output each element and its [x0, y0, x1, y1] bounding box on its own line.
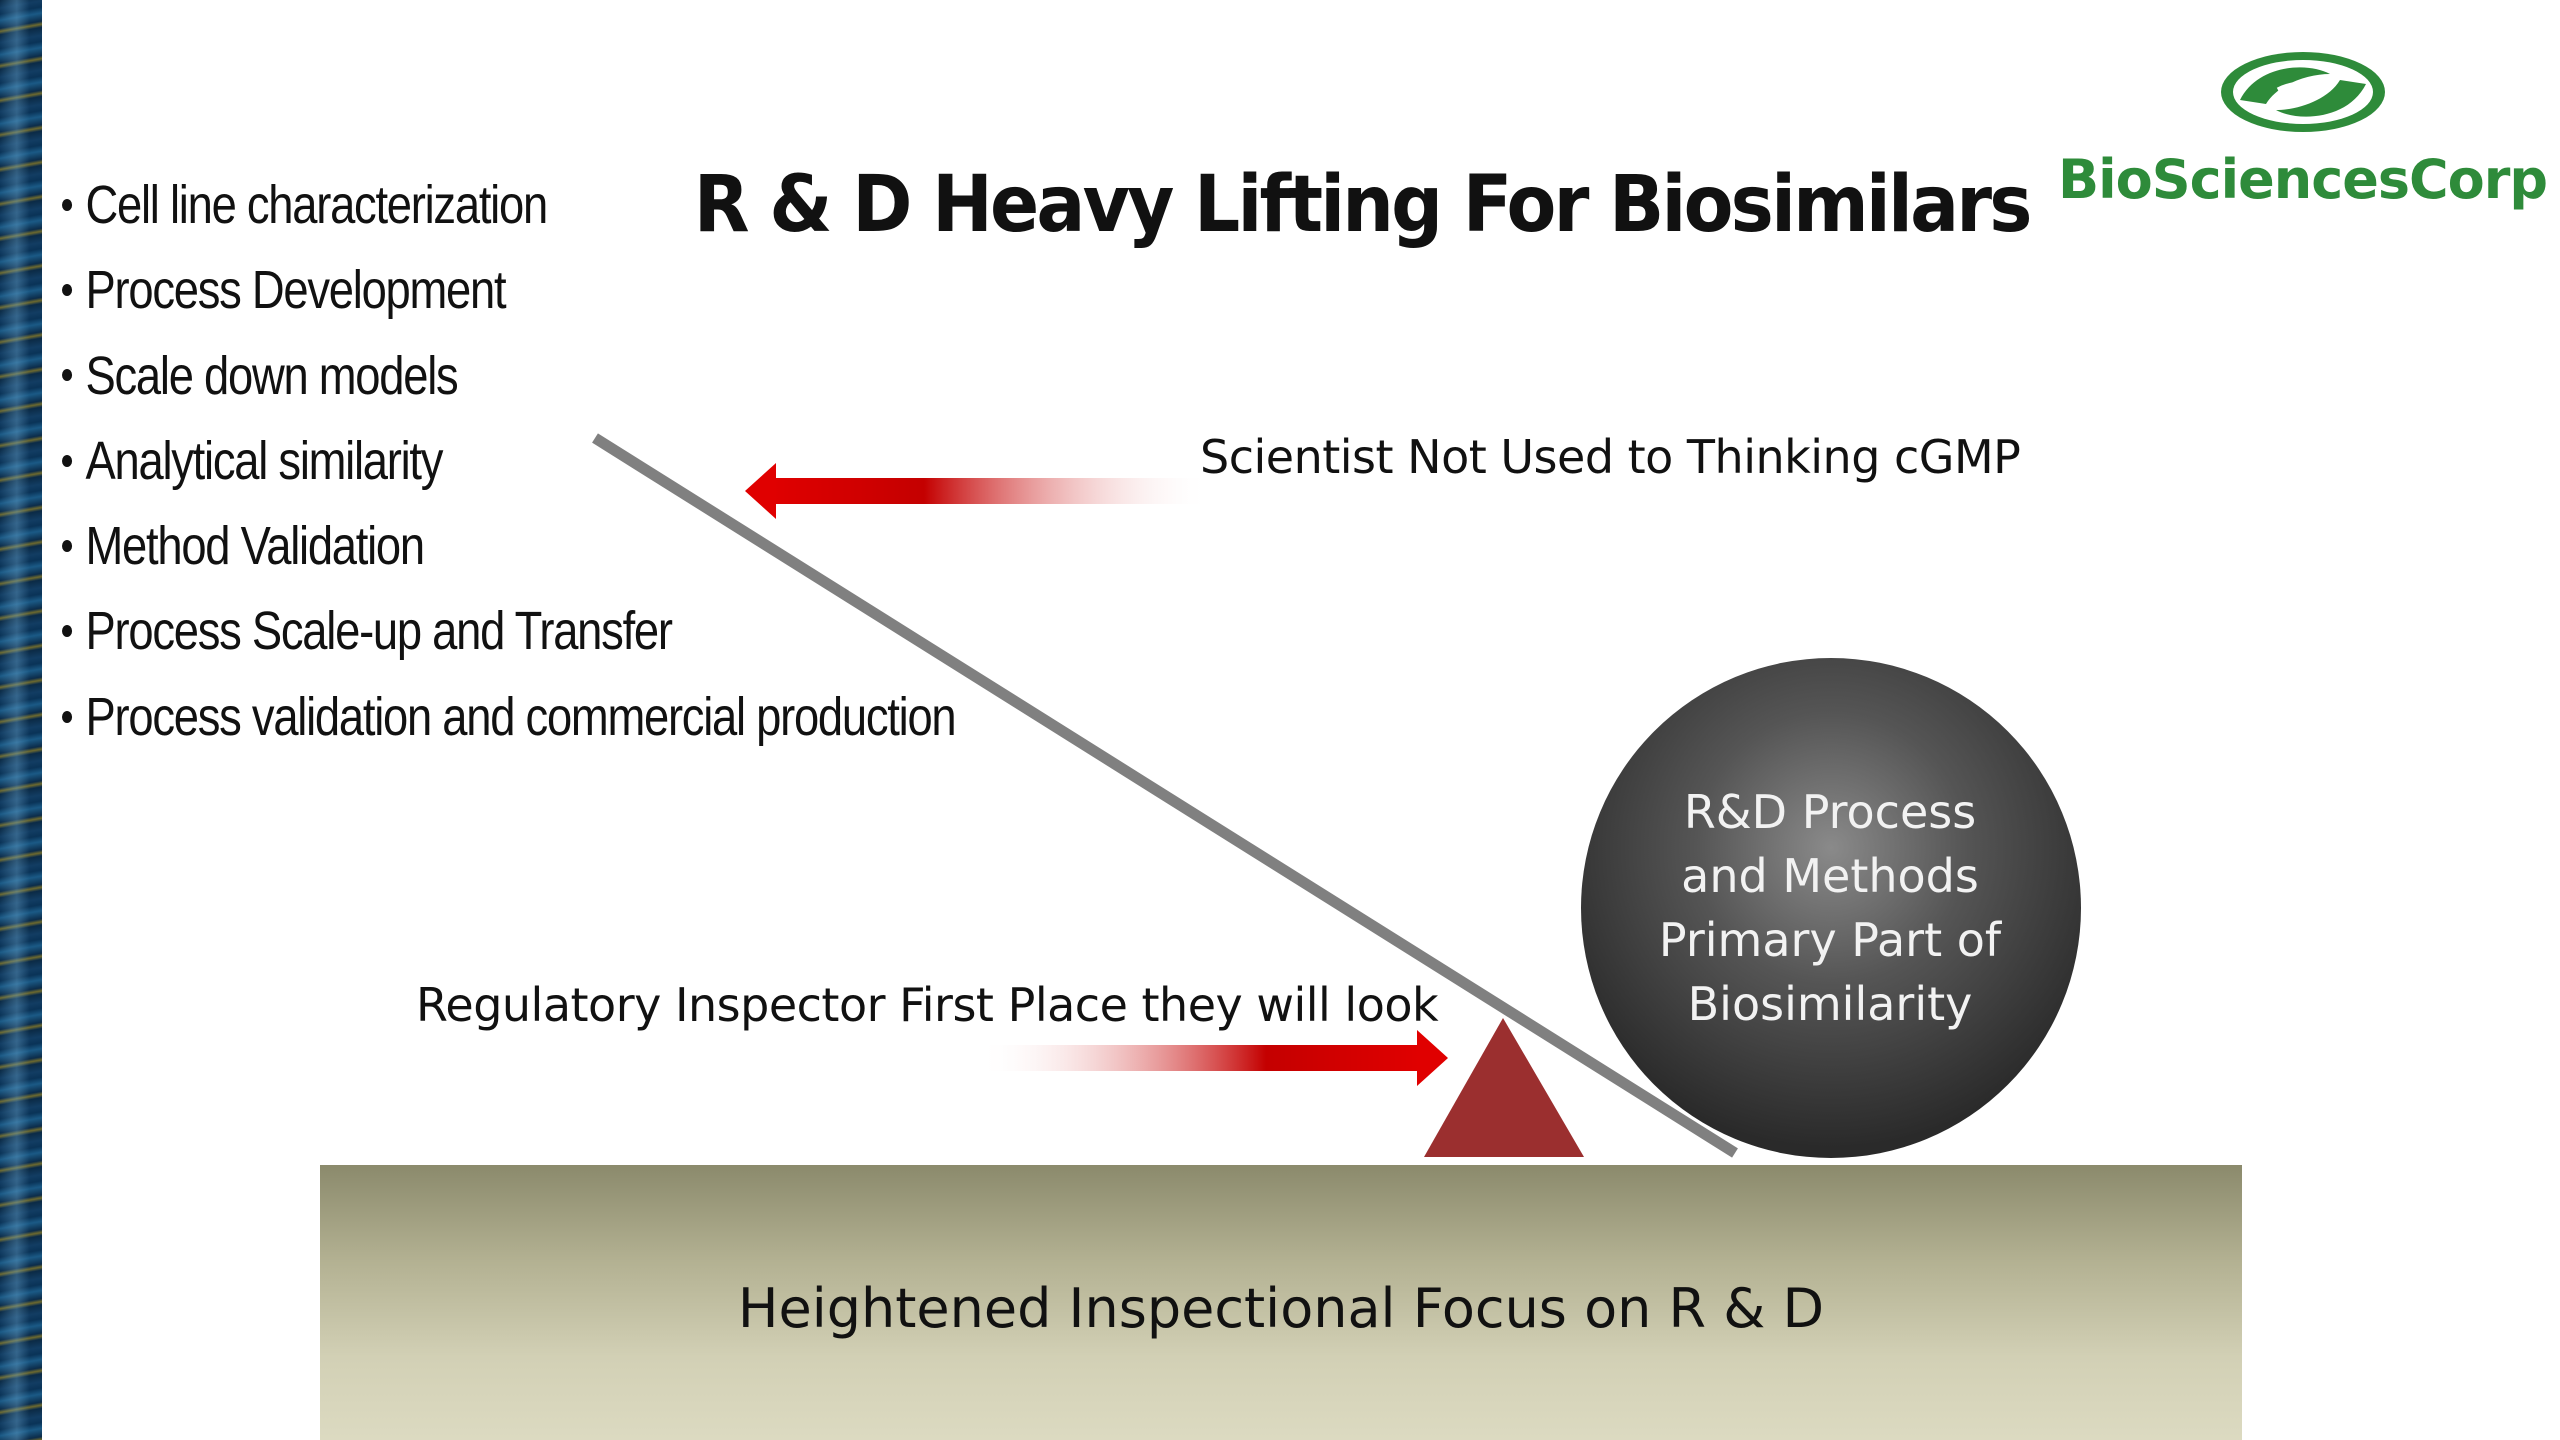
company-name: BioSciencesCorp llc [2058, 148, 2560, 211]
ball-label-line: Biosimilarity [1687, 977, 1973, 1031]
list-item: Method Validation [62, 511, 955, 596]
bullet-icon [62, 198, 73, 211]
right-arrow-icon [980, 1030, 1448, 1086]
ground-label: Heightened Inspectional Focus on R & D [737, 1277, 1825, 1340]
list-item: Cell line characterization [62, 170, 955, 255]
list-item: Process Scale-up and Transfer [62, 596, 955, 681]
bullet-icon [62, 710, 73, 723]
bullet-icon [62, 625, 73, 638]
bullet-text: Method Validation [85, 516, 426, 577]
list-item: Analytical similarity [62, 426, 955, 511]
bullet-text: Process Development [85, 260, 507, 321]
fulcrum-triangle [1424, 1018, 1584, 1157]
bullet-icon [62, 539, 73, 552]
company-logo: BioSciencesCorp llc [2040, 44, 2560, 224]
list-item: Scale down models [62, 341, 955, 426]
bullet-text: Process validation and commercial produc… [85, 686, 957, 747]
scientist-arrow-label: Scientist Not Used to Thinking cGMP [1200, 430, 2021, 484]
list-item: Process validation and commercial produc… [62, 682, 957, 767]
ball-label: R&D Process and Methods Primary Part of … [1600, 780, 2060, 1036]
bullet-text: Scale down models [85, 345, 459, 406]
slide-title: R & D Heavy Lifting For Biosimilars [693, 160, 2033, 250]
bullet-text: Process Scale-up and Transfer [85, 601, 673, 662]
ball-label-line: R&D Process [1683, 785, 1977, 839]
bullet-icon [62, 369, 73, 382]
seesaw-beam [592, 433, 1738, 1158]
ground-block: Heightened Inspectional Focus on R & D [320, 1165, 2242, 1440]
list-item: Process Development [62, 255, 955, 340]
leaf-swirl-logo-icon [2221, 52, 2385, 132]
regulatory-arrow-label: Regulatory Inspector First Place they wi… [416, 978, 1439, 1032]
bullet-text: Analytical similarity [85, 430, 444, 491]
ball-label-line: Primary Part of [1658, 913, 2002, 967]
left-arrow-icon [745, 463, 1210, 519]
decorative-side-strip [0, 0, 42, 1440]
ball-label-line: and Methods [1681, 849, 1979, 903]
bullet-text: Cell line characterization [85, 175, 549, 235]
bullet-icon [62, 454, 73, 467]
bullet-icon [62, 284, 73, 297]
bullet-list: Cell line characterization Process Devel… [62, 170, 1126, 767]
weight-ball [1581, 658, 2081, 1158]
